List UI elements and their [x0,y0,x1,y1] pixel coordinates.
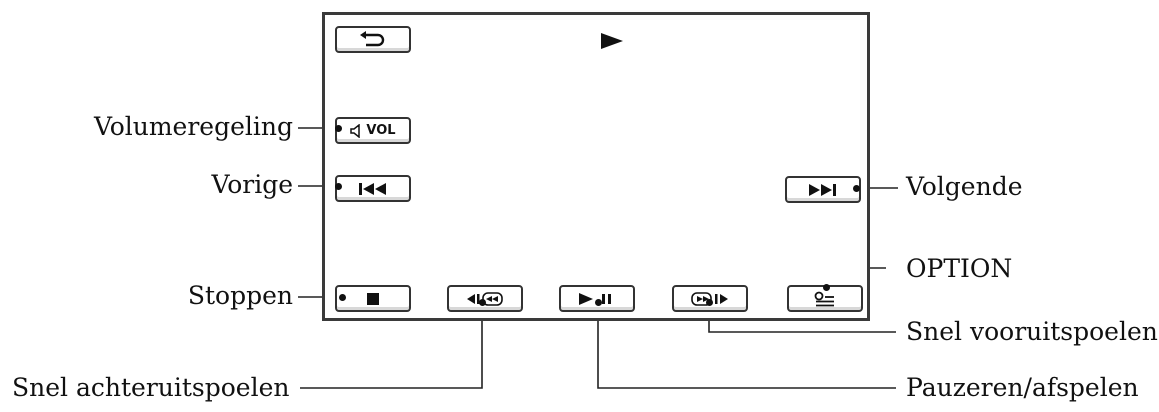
skip-previous-icon [359,182,386,195]
rewind-icon [467,291,503,306]
back-button[interactable] [335,26,411,53]
stop-button[interactable] [335,285,411,312]
callout-dot-previous [335,183,342,190]
fast-forward-icon [691,291,728,306]
option-menu-icon [814,291,834,306]
next-button[interactable] [785,176,861,203]
speaker-icon [350,123,361,138]
callout-dot-stop [339,294,346,301]
stop-icon [367,292,379,305]
leader-fast-rewind [300,302,483,389]
fast-forward-button[interactable] [672,285,748,312]
label-stop: Stoppen [187,281,293,310]
play-pause-icon [579,292,611,305]
callout-dot-fast-forward [706,299,713,306]
volume-button-label: VOL [366,123,396,138]
return-arrow-icon [360,30,385,46]
touch-screen: VOL [322,12,870,321]
label-next: Volgende [906,172,1023,201]
leader-play-pause [597,302,896,389]
skip-next-icon [809,183,836,196]
label-volume: Volumeregeling [93,112,293,141]
callout-dot-play-pause [595,299,602,306]
callout-dot-volume [335,125,342,132]
label-fast-rewind: Snel achteruitspoelen [12,373,290,402]
callout-dot-option [823,284,830,291]
callout-dot-next [853,185,860,192]
volume-button[interactable]: VOL [335,117,411,144]
label-play-pause: Pauzeren/afspelen [906,373,1139,402]
label-option: OPTION [906,254,1013,283]
label-previous: Vorige [211,170,293,199]
previous-button[interactable] [335,175,411,202]
callout-dot-fast-rewind [479,299,486,306]
play-pause-button[interactable] [559,285,635,312]
label-fast-forward: Snel vooruitspoelen [906,317,1158,346]
fast-rewind-button[interactable] [447,285,523,312]
play-status-icon [601,33,623,49]
